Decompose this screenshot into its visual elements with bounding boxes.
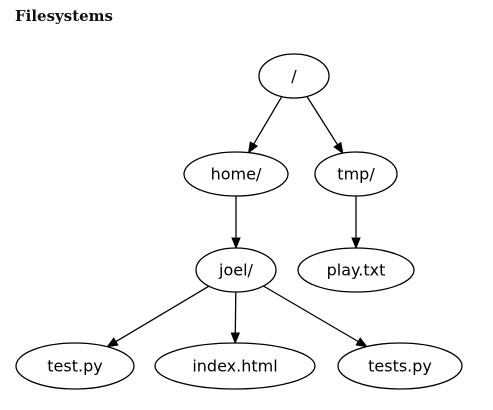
tree-node-tests: tests.py: [337, 342, 463, 390]
node-ellipse: [314, 151, 398, 197]
tree-node-root: /: [258, 53, 330, 99]
edge-home-to-joel: [231, 196, 241, 250]
edge-root-to-home: [247, 96, 283, 154]
page-title: Filesystems: [15, 7, 113, 25]
node-label: tmp/: [337, 165, 375, 184]
node-label: test.py: [47, 357, 102, 376]
arrowhead-icon: [230, 332, 241, 345]
edge-line: [306, 96, 339, 146]
edge-root-to-tmp: [306, 96, 344, 155]
edge-joel-to-test: [106, 285, 210, 348]
node-label: index.html: [192, 357, 277, 376]
node-label: play.txt: [327, 261, 386, 280]
tree-node-tmp: tmp/: [314, 151, 398, 197]
node-label: joel/: [218, 261, 254, 280]
nodes-layer: / home/tmp/joel/play.txt test.py index.html…: [15, 53, 463, 390]
node-ellipse: [258, 53, 330, 99]
node-label: home/: [211, 165, 262, 184]
edge-tmp-to-play: [351, 196, 361, 250]
node-ellipse: [15, 342, 135, 390]
node-ellipse: [195, 247, 277, 293]
tree-node-home: home/: [183, 151, 289, 197]
edge-line: [234, 291, 237, 334]
tree-node-index: index.html: [154, 342, 316, 390]
arrowhead-icon: [231, 237, 241, 250]
edges-layer: [106, 96, 368, 348]
node-ellipse: [183, 151, 289, 197]
edge-line: [115, 285, 210, 343]
node-label: tests.py: [368, 357, 432, 376]
node-label: /: [291, 67, 297, 86]
arrowhead-icon: [106, 337, 119, 348]
edge-joel-to-tests: [263, 285, 368, 348]
arrowhead-icon: [247, 141, 259, 154]
node-ellipse: [297, 247, 415, 293]
edge-joel-to-index: [230, 291, 241, 345]
edge-line: [253, 96, 283, 145]
arrowhead-icon: [355, 337, 368, 348]
node-ellipse: [154, 342, 316, 390]
tree-node-test: test.py: [15, 342, 135, 390]
node-ellipse: [337, 342, 463, 390]
edge-line: [263, 285, 359, 343]
arrowhead-icon: [351, 237, 361, 250]
tree-node-play: play.txt: [297, 247, 415, 293]
tree-node-joel: joel/: [195, 247, 277, 293]
arrowhead-icon: [333, 141, 344, 155]
